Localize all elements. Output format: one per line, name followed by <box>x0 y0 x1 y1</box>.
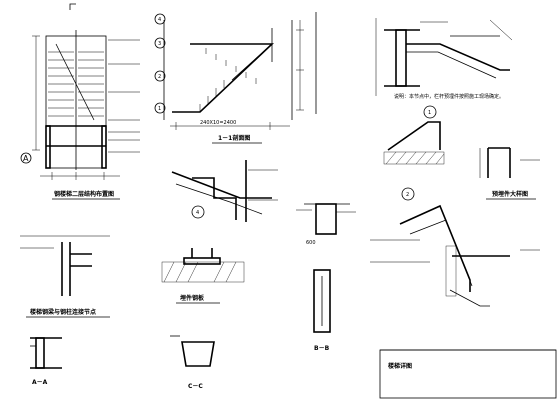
embed-large-title: 预埋件大样图 <box>492 190 528 198</box>
title-block: 楼梯详图 <box>379 349 557 399</box>
stair-landing-detail: 说明：本节点中，栏杆预埋件按照施工现场确定。 <box>375 18 513 100</box>
svg-text:1: 1 <box>428 110 431 116</box>
section-bb-title: B－B <box>314 345 330 352</box>
level-markers: 4 3 2 1 <box>154 13 166 114</box>
embed-detail-large: 预埋件大样图 <box>479 147 540 200</box>
beam-section: 600 <box>296 203 356 246</box>
section-a-a: A－A <box>30 337 62 386</box>
svg-text:4: 4 <box>196 210 199 216</box>
svg-text:3: 3 <box>158 41 161 47</box>
landing-note: 说明：本节点中，栏杆预埋件按照施工现场确定。 <box>394 93 504 100</box>
stair-plan: A 钢楼梯二层结构布置图 <box>20 3 140 200</box>
svg-text:2: 2 <box>158 74 161 80</box>
embed-plate: 埋件钢板 <box>161 248 245 304</box>
axis-a-label: A <box>23 154 29 163</box>
section-b-b: B－B <box>313 269 331 352</box>
section-dim-total: 240X10=2400 <box>200 120 236 126</box>
beam-section-label: 600 <box>306 240 316 246</box>
section-cc-title: C－C <box>188 383 203 390</box>
section-c-c: C－C <box>170 335 215 390</box>
column-joint-title: 楼梯钢梁与钢柱连接节点 <box>30 308 96 316</box>
svg-text:4: 4 <box>158 17 161 23</box>
plan-title: 钢楼梯二层结构布置图 <box>54 190 114 198</box>
section-1-1-title: 1－1剖面图 <box>218 134 250 142</box>
title-block-text: 楼梯详图 <box>388 362 412 370</box>
svg-text:2: 2 <box>406 192 409 198</box>
column-joint: 楼梯钢梁与钢柱连接节点 <box>20 235 110 318</box>
section-cut-mark <box>69 3 76 10</box>
section-aa-title: A－A <box>32 379 48 386</box>
axis-bubble-a <box>20 152 32 164</box>
stair-edge-detail <box>370 204 540 307</box>
section-1-1: 4 3 2 1 240X10=2400 1－1剖面图 <box>154 12 317 144</box>
svg-text:1: 1 <box>158 106 161 112</box>
detail-1: 1 2 <box>383 105 445 201</box>
embed-plate-title: 埋件钢板 <box>180 294 205 302</box>
detail-4: 4 <box>171 160 278 222</box>
